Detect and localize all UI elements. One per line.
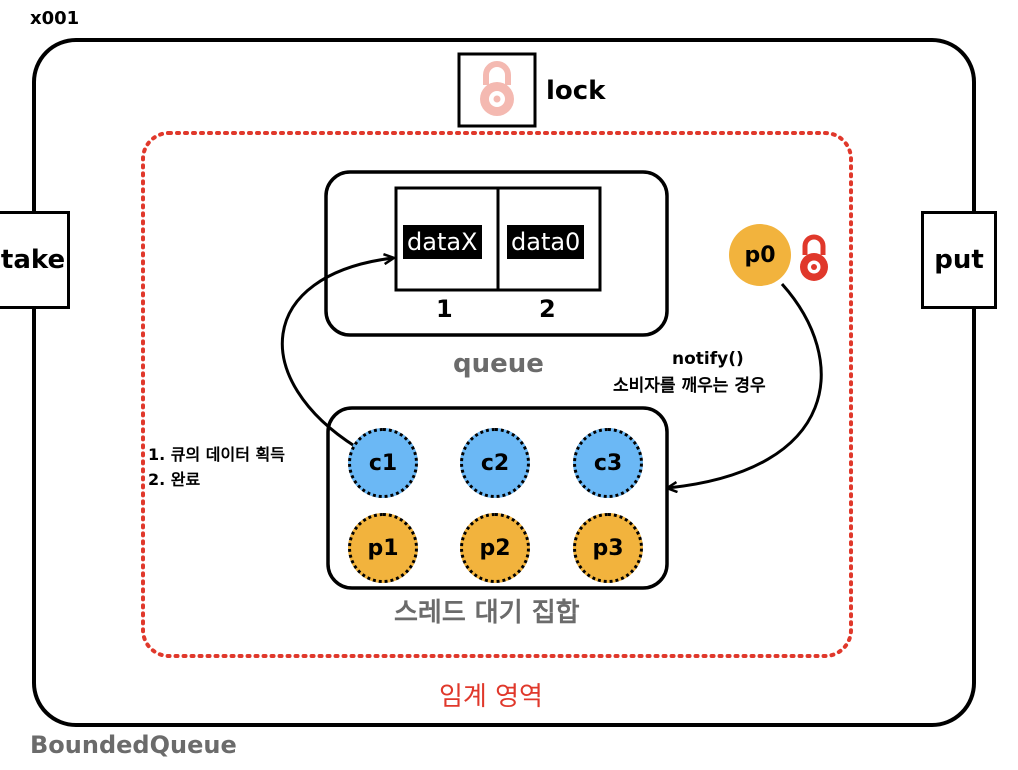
consumer-step-1: 1. 큐의 데이터 획득 (148, 445, 285, 464)
queue-index-2: 2 (539, 295, 556, 323)
notify-call-label: notify() (672, 349, 744, 369)
queue-container (324, 170, 669, 337)
instance-reference: x001 (30, 8, 80, 29)
notify-arrow (668, 283, 823, 488)
producer-thread-p3: p3 (573, 513, 643, 583)
queue-index-1: 1 (436, 295, 453, 323)
queue-value-2: data0 (507, 225, 585, 259)
queue-value-1: dataX (403, 225, 482, 259)
critical-section-border (141, 131, 853, 658)
queue-cell-2 (496, 186, 602, 292)
consumer-step-2: 2. 완료 (148, 470, 201, 489)
take-method-box: take (0, 211, 70, 309)
padlock-icon (480, 61, 514, 116)
consumer-thread-c2: c2 (460, 428, 530, 498)
notify-description: 소비자를 깨우는 경우 (613, 376, 766, 396)
consumer-thread-c3: c3 (573, 428, 643, 498)
take-data-arrow (280, 258, 393, 449)
producer-thread-p1: p1 (348, 513, 418, 583)
producer-thread-p2: p2 (460, 513, 530, 583)
critical-section-label: 임계 영역 (439, 682, 543, 712)
lock-label: lock (546, 76, 606, 106)
wait-set-label: 스레드 대기 집합 (394, 598, 580, 628)
put-method-box: put (921, 211, 997, 309)
component-name-label: BoundedQueue (30, 731, 237, 759)
bounded-queue-frame (32, 38, 976, 727)
padlock-icon (800, 234, 828, 281)
queue-label: queue (453, 349, 544, 379)
wait-set-container (326, 406, 669, 590)
consumer-thread-c1: c1 (348, 428, 418, 498)
active-producer-thread: p0 (729, 224, 791, 286)
